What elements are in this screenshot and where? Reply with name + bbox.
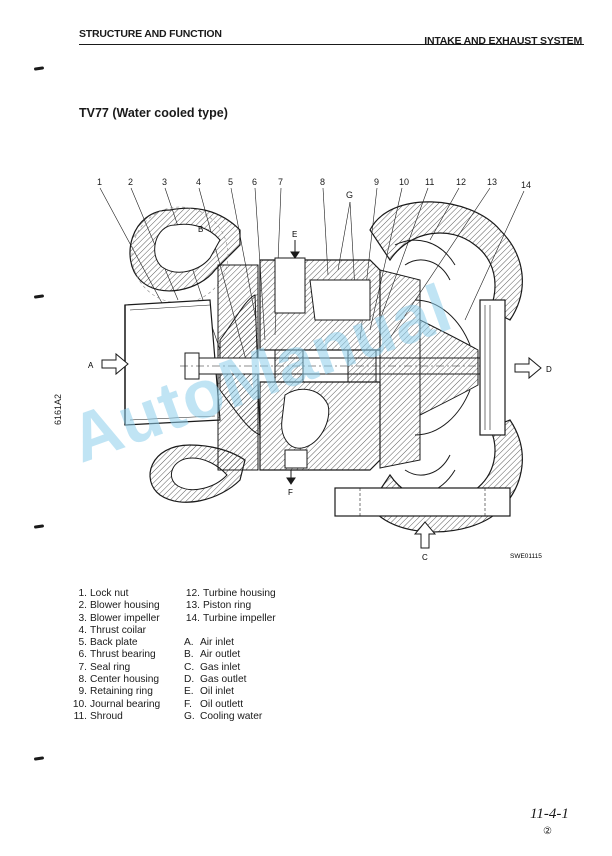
page-title: TV77 (Water cooled type): [79, 106, 228, 120]
legend-item: B.Air outlet: [184, 649, 241, 661]
flow-arrow-a: [101, 352, 129, 376]
callout-2: 2: [128, 177, 133, 187]
figure-code: SWE01115: [510, 553, 542, 560]
label-b: B: [198, 225, 203, 234]
legend-item: 10.Journal bearing: [72, 698, 161, 710]
legend-item: A.Air inlet: [184, 637, 234, 649]
legend-item: 13.Piston ring: [185, 600, 252, 612]
legend-spacer: [184, 625, 276, 637]
legend-item: 4.Thrust coilar: [78, 624, 147, 636]
callout-4: 4: [196, 177, 201, 187]
callout-5: 5: [228, 177, 233, 187]
label-c: C: [422, 553, 428, 562]
parts-letters-legend: 12.Turbine housing 13.Piston ring 14.Tur…: [184, 588, 276, 723]
callout-g: G: [346, 190, 353, 200]
legend-item: 9.Retaining ring: [78, 686, 153, 698]
center-housing: [259, 257, 381, 471]
flow-arrow-c: [413, 521, 437, 549]
label-e: E: [292, 230, 297, 239]
page-number: 11-4-1: [530, 806, 569, 822]
flow-arrow-d: [514, 356, 542, 380]
label-a: A: [88, 361, 94, 370]
binder-mark: [33, 756, 45, 761]
header-chapter-title: INTAKE AND EXHAUST SYSTEM: [424, 35, 582, 47]
blower-housing: [124, 206, 259, 503]
header-section-title: STRUCTURE AND FUNCTION: [79, 28, 222, 40]
legend-item: 8.Center housing: [78, 674, 160, 686]
header-rule: [79, 44, 584, 45]
legend-item: F.Oil outlett: [184, 698, 244, 710]
gas-inlet-flange: [334, 487, 511, 517]
oil-flow-arrows: [286, 240, 300, 485]
legend-item: C.Gas inlet: [184, 661, 241, 673]
turbocharger-cross-section: 1 2 3 4 5 6 7 8 G 9 10 11 12 13 14: [88, 177, 552, 562]
binder-mark: [33, 524, 45, 529]
legend-item: D.Gas outlet: [184, 674, 247, 686]
callout-6: 6: [252, 177, 257, 187]
callout-10: 10: [399, 177, 409, 187]
callout-7: 7: [278, 177, 283, 187]
callout-12: 12: [456, 177, 466, 187]
parts-legend: 1.Lock nut 2.Blower housing 3.Blower imp…: [71, 588, 160, 723]
callout-11: 11: [425, 177, 434, 187]
legend-item: 1.Lock nut: [78, 588, 129, 599]
callout-9: 9: [374, 177, 379, 187]
page-revision: ②: [543, 826, 552, 837]
legend-item: 12.Turbine housing: [185, 588, 276, 599]
legend-item: E.Oil inlet: [184, 686, 234, 698]
binder-mark: [33, 66, 45, 71]
legend-item: 5.Back plate: [78, 637, 138, 649]
legend-item: 6.Thrust bearing: [78, 649, 156, 661]
turbine-impeller: [419, 319, 479, 416]
label-d: D: [546, 365, 552, 374]
legend-item: 14.Turbine impeller: [185, 612, 276, 624]
callout-14: 14: [521, 180, 531, 190]
legend-item: 11.Shroud: [73, 710, 123, 722]
legend-item: 2.Blower housing: [78, 600, 160, 612]
legend-item: 3.Blower impeller: [78, 612, 160, 624]
legend-item: G.Cooling water: [184, 710, 263, 722]
callout-3: 3: [162, 177, 167, 187]
callout-8: 8: [320, 177, 325, 187]
callout-1: 1: [97, 177, 102, 187]
callout-13: 13: [487, 177, 497, 187]
label-f: F: [288, 488, 293, 497]
binder-mark: [33, 294, 45, 299]
legend-item: 7.Seal ring: [78, 661, 131, 673]
